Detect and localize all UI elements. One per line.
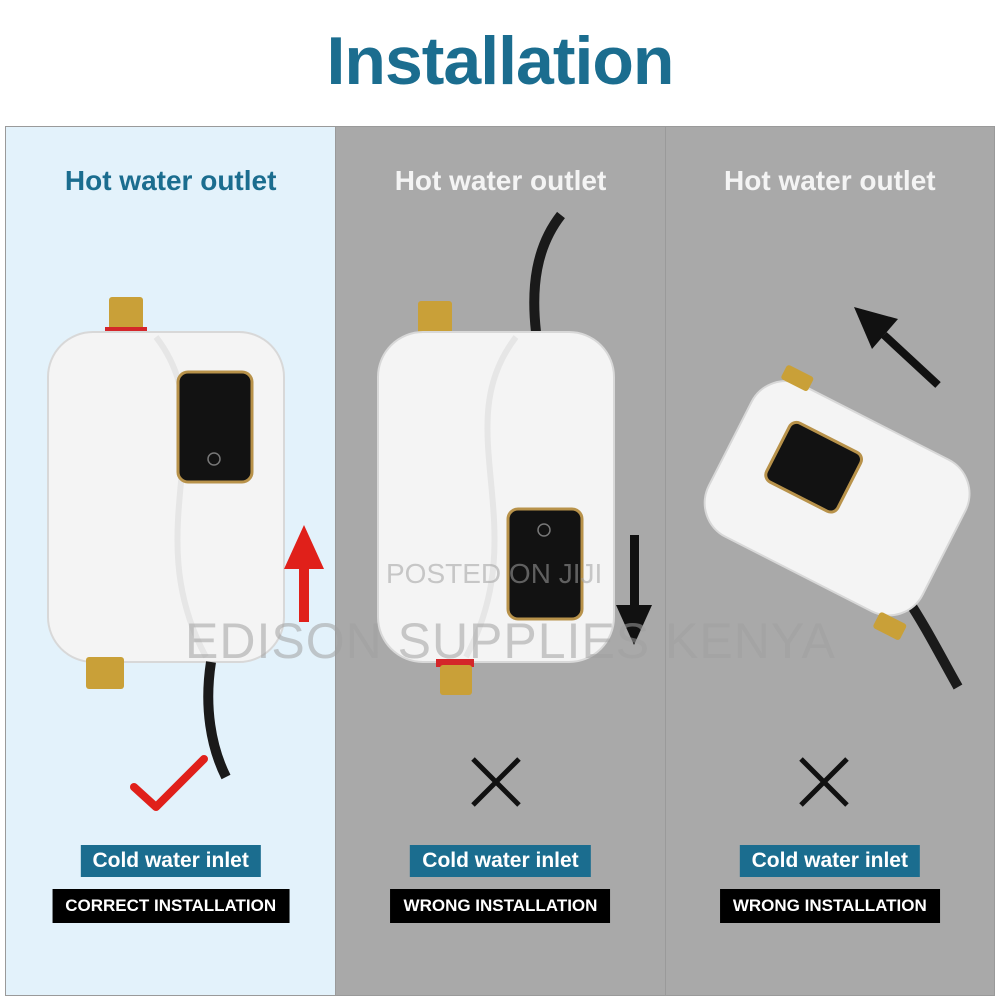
cold-water-inlet-label: Cold water inlet bbox=[410, 845, 591, 877]
hot-water-outlet-heading: Hot water outlet bbox=[724, 165, 936, 196]
bottom-fitting-icon bbox=[873, 612, 906, 640]
wrong-installation-label: WRONG INSTALLATION bbox=[390, 889, 611, 923]
hot-water-outlet-heading: Hot water outlet bbox=[394, 165, 607, 196]
cold-water-inlet-label: Cold water inlet bbox=[80, 845, 261, 877]
bottom-fitting-icon bbox=[86, 657, 124, 689]
panel-correct-installation: Hot water outlet Cold water inlet CORREC… bbox=[6, 127, 336, 995]
top-fitting-icon bbox=[418, 301, 453, 335]
power-cable-icon bbox=[901, 594, 963, 690]
panel-wrong-installation-tilted: Hot water outlet Cold water inlet WRONG … bbox=[664, 127, 994, 995]
power-icon bbox=[207, 452, 221, 466]
flow-arrow-icon bbox=[299, 567, 309, 622]
power-cable-icon bbox=[203, 661, 231, 780]
top-fitting-icon bbox=[109, 297, 143, 333]
flow-arrow-icon bbox=[630, 535, 640, 607]
page-title: Installation bbox=[326, 23, 675, 99]
hot-water-outlet-heading: Hot water outlet bbox=[64, 165, 277, 196]
flow-arrow-icon bbox=[880, 332, 941, 388]
wrong-installation-label: WRONG INSTALLATION bbox=[719, 889, 940, 923]
control-panel-icon bbox=[176, 370, 254, 484]
cold-water-inlet-label: Cold water inlet bbox=[739, 845, 920, 877]
installation-panels: Hot water outlet Cold water inlet CORREC… bbox=[5, 126, 995, 996]
panel-wrong-installation-inverted: Hot water outlet Cold water inlet WRONG … bbox=[335, 127, 665, 995]
power-icon bbox=[537, 523, 552, 537]
bottom-fitting-icon bbox=[440, 665, 473, 695]
control-panel-icon bbox=[506, 507, 584, 621]
correct-installation-label: CORRECT INSTALLATION bbox=[52, 889, 290, 923]
heater-illustration-tilted bbox=[703, 307, 971, 807]
check-icon bbox=[130, 755, 208, 811]
control-panel-icon bbox=[763, 420, 863, 514]
heater-illustration-correct bbox=[47, 297, 324, 811]
heater-illustration-inverted bbox=[377, 211, 653, 807]
power-cable-icon bbox=[529, 211, 566, 333]
top-fitting-icon bbox=[781, 365, 813, 392]
